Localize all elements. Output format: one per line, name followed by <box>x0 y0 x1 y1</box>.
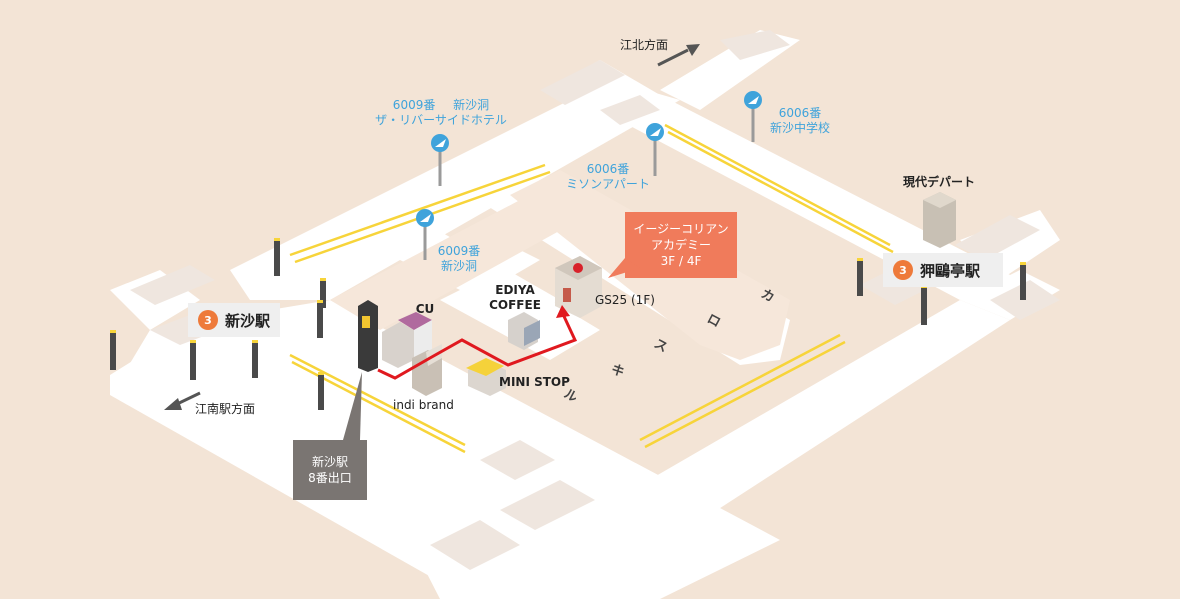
bus-stop-name: 新沙洞 <box>440 259 478 273</box>
bus-stop-name: 新沙洞 <box>453 98 490 112</box>
bus-stop-name: 新沙中学校 <box>769 121 831 135</box>
direction-southwest: 江南駅方面 <box>195 402 256 416</box>
bus-stop-label: 6006番 ミソンアパート <box>566 162 650 192</box>
direction-north: 江北方面 <box>620 38 669 52</box>
bus-stop-number: 6006番 <box>586 162 630 176</box>
bus-stop-number: 6009番 <box>437 244 481 258</box>
store-label-ministop: MINI STOP <box>499 375 570 389</box>
exit-line1: 新沙駅 <box>311 455 348 469</box>
bus-stop-number: 6009番 <box>392 98 436 112</box>
buildings <box>358 192 956 396</box>
station-sinsa[interactable]: 3 新沙駅 <box>188 303 280 337</box>
store-label-gs25: GS25 (1F) <box>595 293 655 307</box>
station-name: 狎鷗亭駅 <box>920 261 981 280</box>
destination-callout[interactable]: イージーコリアン アカデミー 3F / 4F <box>625 212 737 278</box>
store-label-ediya: EDIYA COFFEE <box>489 283 541 312</box>
bus-stop-name: ミソンアパート <box>566 177 650 191</box>
bus-stop-name2: ザ・リバーサイドホテル <box>375 113 507 127</box>
destination-line1: イージーコリアン <box>633 222 729 236</box>
walking-route <box>377 311 578 380</box>
landmark-label: 現代デパート <box>903 175 976 189</box>
line-badge: 3 <box>893 260 913 280</box>
bollards <box>110 238 1026 410</box>
line-badge: 3 <box>198 310 218 330</box>
exit-callout[interactable]: 新沙駅 8番出口 <box>293 440 367 500</box>
bus-stop-signs <box>416 91 762 260</box>
destination-line2: アカデミー <box>650 238 711 252</box>
bus-stop-label: 6009番 新沙洞 ザ・リバーサイドホテル <box>375 98 507 128</box>
store-label-indibrand: indi brand <box>393 398 454 412</box>
destination-line3: 3F / 4F <box>660 254 702 268</box>
station-name: 新沙駅 <box>225 311 271 330</box>
station-apgujeong[interactable]: 3 狎鷗亭駅 <box>883 253 1003 287</box>
exit-line2: 8番出口 <box>308 471 352 485</box>
bus-stop-number: 6006番 <box>778 106 822 120</box>
crosswalks <box>130 30 1060 570</box>
direction-arrows <box>164 44 700 410</box>
bus-stop-label: 6009番 新沙洞 <box>438 244 481 274</box>
store-label-cu: CU <box>415 302 435 316</box>
bus-stop-label: 6006番 新沙中学校 <box>770 106 830 136</box>
